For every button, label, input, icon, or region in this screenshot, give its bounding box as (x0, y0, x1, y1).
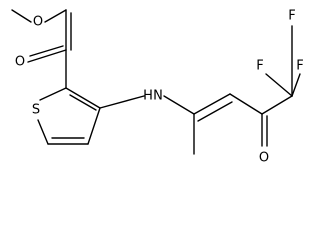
bond-ring-c2-c3 (65, 87, 101, 109)
atom-amine-h: H (143, 89, 153, 104)
atom-amine-n: N (153, 89, 163, 104)
atom-ester-oxygen: O (33, 15, 43, 30)
bond-ketone-cf3 (261, 95, 293, 115)
bond-methyl-ester-o (11, 9, 32, 23)
bond-c3-n (99, 95, 145, 109)
bond-co-link (27, 49, 67, 63)
bond-alkene-double-a (193, 93, 231, 115)
bond-n-alkene (163, 95, 195, 115)
atom-fluorine-2: F (256, 59, 263, 74)
bond-ester-o-carbonyl-c (44, 9, 67, 23)
atom-carbonyl-oxygen: O (15, 55, 25, 70)
bonds (11, 9, 301, 155)
atom-fluorine-1: F (288, 9, 295, 24)
chemical-structure: O O S H N O F F F (11, 9, 304, 166)
atom-thiophene-sulfur: S (32, 103, 40, 118)
bond-ring-c3-c4 (87, 107, 101, 145)
atom-fluorine-3: F (296, 59, 303, 74)
bond-alkene-double-b (197, 101, 233, 122)
atom-labels: O O S H N O F F F (15, 9, 304, 166)
bond-co-link-2 (29, 45, 64, 57)
atom-ketone-oxygen: O (259, 151, 269, 166)
bond-ring-c2-c3-inner (69, 94, 97, 111)
bond-cf-right (291, 73, 301, 97)
bond-ring-s-c2 (39, 87, 67, 101)
bond-alkene-ketone (229, 93, 263, 115)
bond-ring-c5-s (37, 119, 49, 145)
bond-cf-left (265, 73, 293, 97)
